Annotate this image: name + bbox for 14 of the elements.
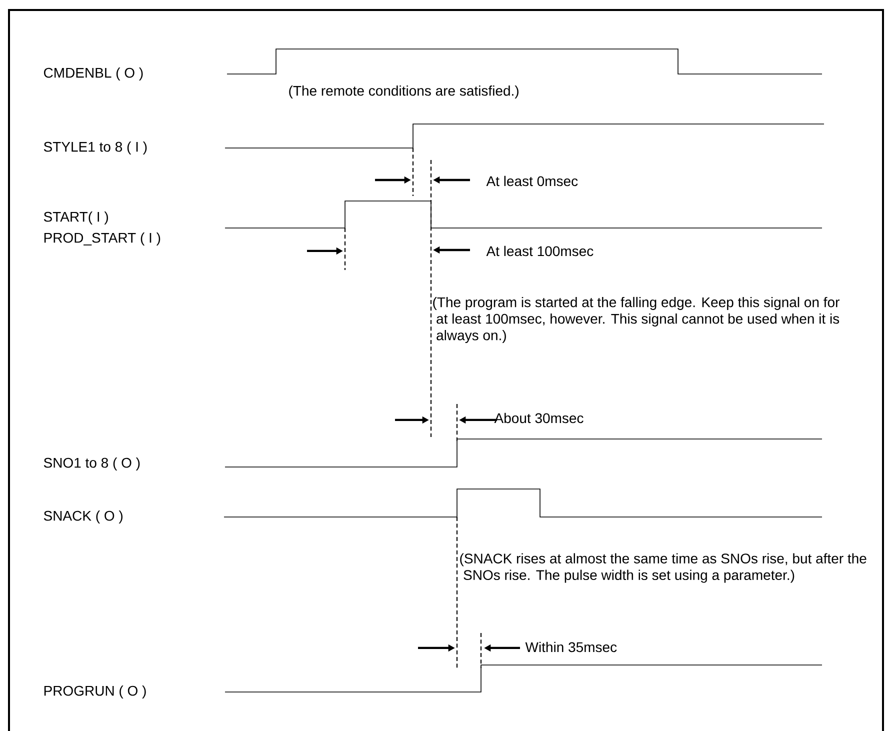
signal-name: PROGRUN ( O ) (44, 685, 146, 699)
note-text: (The remote conditions are satisfied.) (289, 85, 518, 99)
timing-annotation: At least 100msec (486, 246, 594, 256)
signal-name: STYLE1 to 8 ( I ) (44, 141, 147, 155)
timing-annotation: At least 0msec (486, 176, 578, 186)
signal-name: SNO1 to 8 ( O ) (44, 457, 140, 471)
timing-annotation: About 30msec (494, 412, 584, 424)
note-text: (The program is started at the falling edge. Keep this signal on for at least 100msec, however. This signal cannot be used when it is always on.) (433, 296, 840, 344)
signal-name: CMDENBL ( O ) (44, 67, 143, 81)
signal-name: PROD_START ( I ) (44, 232, 160, 246)
signal-name: SNACK ( O ) (44, 510, 122, 524)
signal-name: START( I ) (44, 211, 108, 225)
note-text: (SNACK rises at almost the same time as SNOs rise, but after the SNOs rise. The pulse width is set using a parameter.) (460, 553, 866, 583)
timing-annotation: Within 35msec (525, 642, 617, 652)
